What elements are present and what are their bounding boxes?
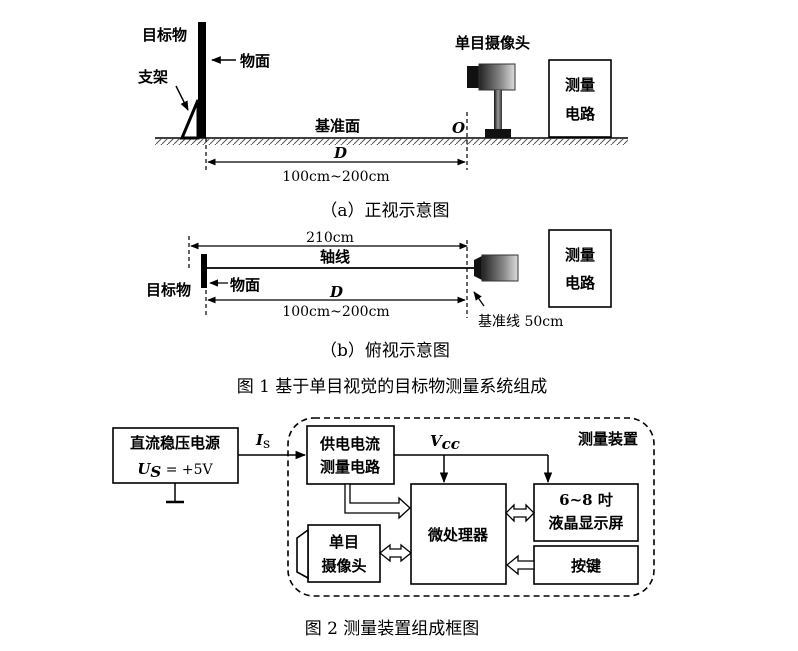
base-line-arrow — [473, 291, 485, 307]
measure-label-b1: 测量 — [565, 246, 595, 264]
fig2-block-diagram: 直流稳压电源 US = +5V Is 测量装置 供电电流 测量电路 Vcc 微处… — [112, 417, 655, 597]
mcu-box — [410, 483, 507, 585]
distance-range-b: 100cm~200cm — [282, 304, 389, 320]
distance-symbol: D — [333, 144, 347, 162]
lcd-label-2: 液晶显示屏 — [548, 514, 623, 532]
base-line-label: 基准线 50cm — [478, 313, 563, 330]
keys-label: 按键 — [571, 557, 601, 575]
measure-label-1: 测量 — [565, 76, 595, 94]
power-voltage: US = +5V — [137, 460, 213, 481]
current-label: Is — [255, 431, 270, 452]
camera-icon — [467, 63, 516, 138]
target-label-b: 目标物 — [146, 281, 191, 299]
measure-label-2: 电路 — [565, 105, 596, 123]
camera-lens-icon — [296, 528, 309, 580]
caption-b: （b）俯视示意图 — [320, 341, 450, 361]
fig1a-front-view: 目标物 支架 物面 基准面 O 单目摄像头 测量 电路 D 100cm~200c… — [137, 22, 628, 221]
measure-label-b2: 电路 — [565, 274, 596, 292]
supply-label-2: 测量电路 — [320, 458, 381, 476]
support-label: 支架 — [137, 68, 168, 86]
vcc-label: Vcc — [430, 432, 460, 453]
object-plane-label-b: 物面 — [230, 276, 260, 294]
caption-a: （a）正视示意图 — [320, 201, 449, 221]
ground-hatch — [155, 139, 628, 145]
target-bar — [198, 22, 206, 138]
origin-label: O — [452, 119, 465, 137]
camera-mcu-arrow — [378, 543, 413, 563]
object-plane-label: 物面 — [240, 52, 270, 70]
distance-range: 100cm~200cm — [282, 169, 389, 185]
fig1b-top-view: 210cm 轴线 目标物 物面 D 100cm~200cm 基准线 50cm 测… — [146, 229, 612, 361]
power-label: 直流稳压电源 — [130, 434, 220, 452]
fig2-title: 图 2 测量装置组成框图 — [305, 619, 480, 639]
supply-to-mcu-arrow — [344, 483, 411, 520]
total-length-label: 210cm — [306, 230, 354, 246]
base-plane-label: 基准面 — [314, 117, 360, 135]
supply-label-1: 供电电流 — [319, 435, 380, 453]
camera-label-1: 单目 — [329, 533, 359, 551]
keys-to-mcu-arrow — [505, 554, 535, 576]
target-bar-top — [201, 254, 207, 288]
camera-icon-top — [474, 254, 519, 282]
support-triangle — [179, 99, 200, 140]
camera-label-2: 摄像头 — [321, 557, 366, 575]
measure-circuit-box — [548, 59, 612, 138]
measure-circuit-box-b — [548, 229, 612, 308]
support-arrow — [175, 85, 189, 111]
target-label: 目标物 — [142, 26, 187, 44]
lcd-label-1: 6~8 吋 — [559, 491, 613, 509]
mcu-lcd-arrow — [505, 503, 535, 523]
axis-label: 轴线 — [320, 248, 350, 266]
device-label: 测量装置 — [578, 430, 638, 448]
distance-symbol-b: D — [329, 283, 343, 301]
mcu-label: 微处理器 — [427, 526, 489, 544]
lcd-box — [533, 483, 639, 542]
camera-label: 单目摄像头 — [455, 34, 530, 52]
fig1-title: 图 1 基于单目视觉的目标物测量系统组成 — [237, 377, 548, 397]
